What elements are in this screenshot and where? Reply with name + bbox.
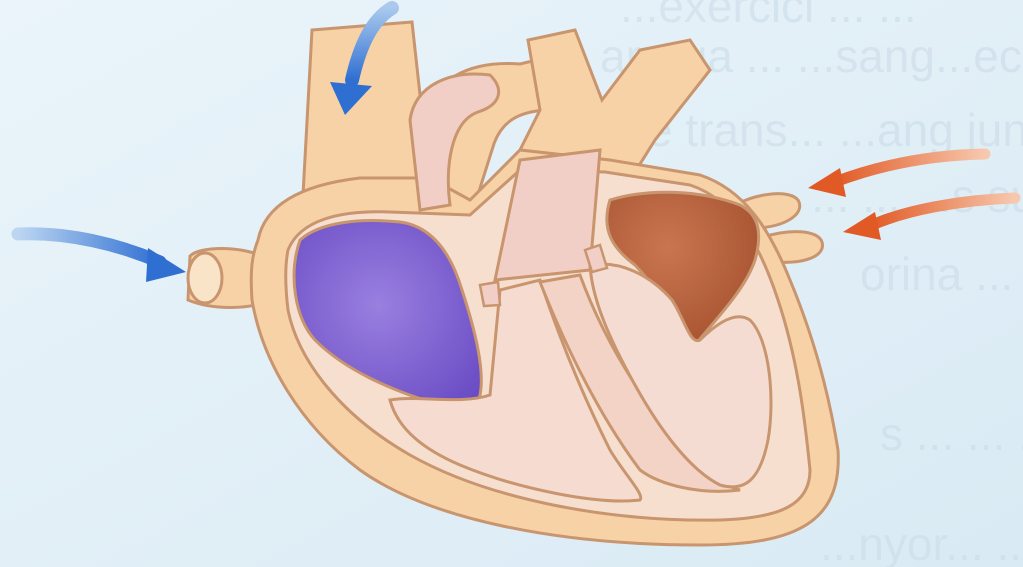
background-text-line: orina ... ... ... ...ovy [860,248,1023,300]
inferior-vena-cava-opening [188,253,222,303]
background-text-line: s ... ... ... [880,408,1023,460]
background-text-line: ...exercici ... ... [620,0,917,32]
tricuspid-valve [480,282,500,306]
background-text-line: ...nyor... ... ...organ ...ioc [820,518,1023,567]
